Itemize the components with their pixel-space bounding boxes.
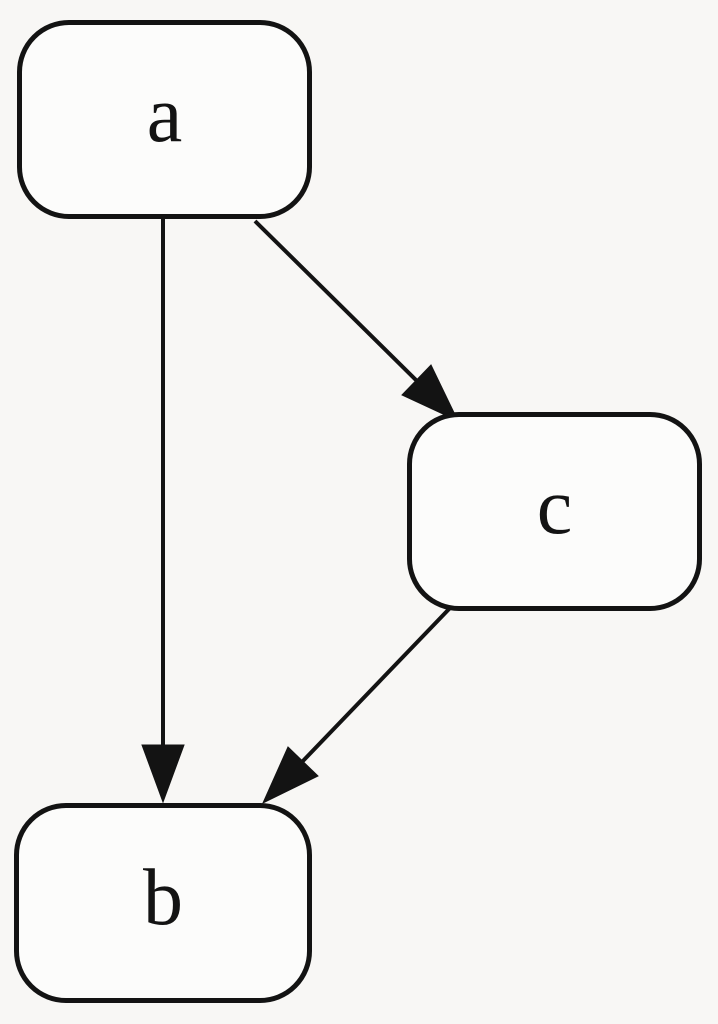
node-b: b bbox=[14, 803, 312, 1003]
node-a-label: a bbox=[146, 70, 183, 159]
edge-a-c-line bbox=[253, 219, 422, 386]
edge-c-b-arrowhead-icon bbox=[261, 746, 319, 805]
node-c-label: c bbox=[536, 462, 573, 551]
edge-a-c bbox=[253, 219, 460, 423]
node-b-label: b bbox=[143, 854, 183, 942]
edge-a-c-arrowhead-icon bbox=[401, 364, 460, 423]
edge-a-b-arrowhead-icon bbox=[141, 744, 185, 804]
node-a: a bbox=[17, 20, 312, 219]
edge-a-b bbox=[141, 219, 185, 804]
edge-c-b bbox=[261, 606, 452, 805]
node-c: c bbox=[407, 412, 702, 611]
edge-c-b-line bbox=[299, 606, 452, 765]
